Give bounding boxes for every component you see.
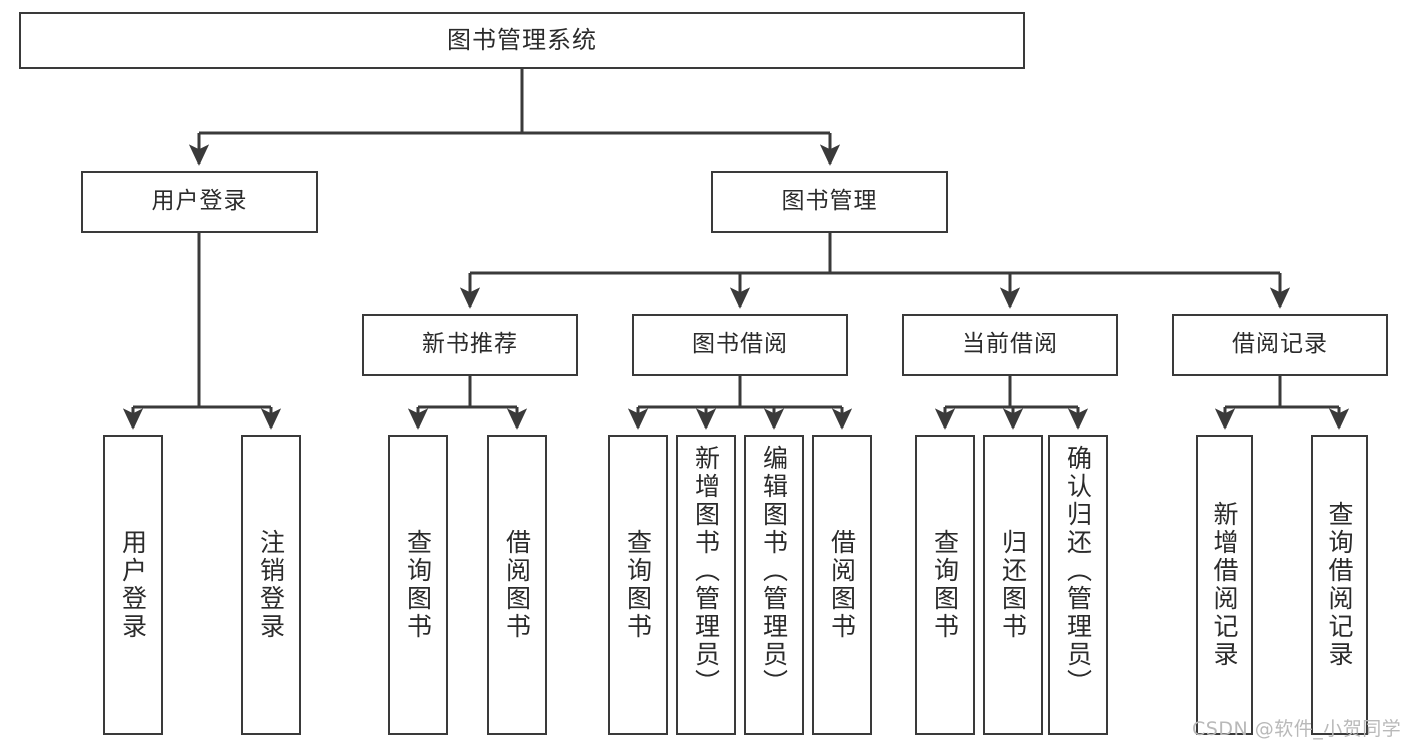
node-label: 图书借阅 [692, 331, 788, 358]
node-label: 图书管理系统 [447, 26, 597, 55]
node-leaf-query-borrow-record[interactable]: 查询借阅记录 [1311, 435, 1368, 735]
node-borrow-record[interactable]: 借阅记录 [1172, 314, 1388, 376]
node-label: 用户登录 [118, 529, 148, 641]
node-leaf-confirm-return[interactable]: 确认归还（管理员） [1048, 435, 1108, 735]
node-leaf-add-borrow-record[interactable]: 新增借阅记录 [1196, 435, 1253, 735]
node-label: 新增图书（管理员） [691, 445, 721, 697]
node-leaf-query-book-recommend[interactable]: 查询图书 [388, 435, 448, 735]
node-label: 借阅记录 [1232, 331, 1328, 358]
node-label: 新增借阅记录 [1210, 501, 1239, 669]
node-leaf-add-book[interactable]: 新增图书（管理员） [676, 435, 736, 735]
node-leaf-query-book-borrow[interactable]: 查询图书 [608, 435, 668, 735]
node-label: 查询图书 [403, 529, 433, 641]
node-leaf-return-book[interactable]: 归还图书 [983, 435, 1043, 735]
node-label: 查询图书 [623, 529, 653, 641]
node-leaf-borrow-book[interactable]: 借阅图书 [812, 435, 872, 735]
node-new-book-recommend[interactable]: 新书推荐 [362, 314, 578, 376]
node-leaf-user-login[interactable]: 用户登录 [103, 435, 163, 735]
node-label: 借阅图书 [827, 529, 857, 641]
node-label: 确认归还（管理员） [1063, 445, 1093, 697]
node-root-book-management-system[interactable]: 图书管理系统 [19, 12, 1025, 69]
node-label: 当前借阅 [962, 331, 1058, 358]
node-leaf-borrow-book-recommend[interactable]: 借阅图书 [487, 435, 547, 735]
node-label: 借阅图书 [502, 529, 532, 641]
node-book-borrow[interactable]: 图书借阅 [632, 314, 848, 376]
node-label: 查询图书 [930, 529, 960, 641]
node-label: 用户登录 [151, 188, 248, 215]
node-current-borrow[interactable]: 当前借阅 [902, 314, 1118, 376]
node-leaf-logout[interactable]: 注销登录 [241, 435, 301, 735]
node-label: 归还图书 [998, 529, 1028, 641]
node-user-login[interactable]: 用户登录 [81, 171, 318, 233]
node-label: 注销登录 [256, 529, 286, 641]
node-label: 查询借阅记录 [1325, 501, 1354, 669]
watermark: CSDN @软件_小贺同学 [1192, 718, 1402, 740]
node-label: 图书管理 [781, 188, 878, 215]
node-label: 编辑图书（管理员） [759, 445, 789, 697]
node-leaf-query-book-current[interactable]: 查询图书 [915, 435, 975, 735]
node-label: 新书推荐 [422, 331, 518, 358]
node-leaf-edit-book[interactable]: 编辑图书（管理员） [744, 435, 804, 735]
node-book-management[interactable]: 图书管理 [711, 171, 948, 233]
